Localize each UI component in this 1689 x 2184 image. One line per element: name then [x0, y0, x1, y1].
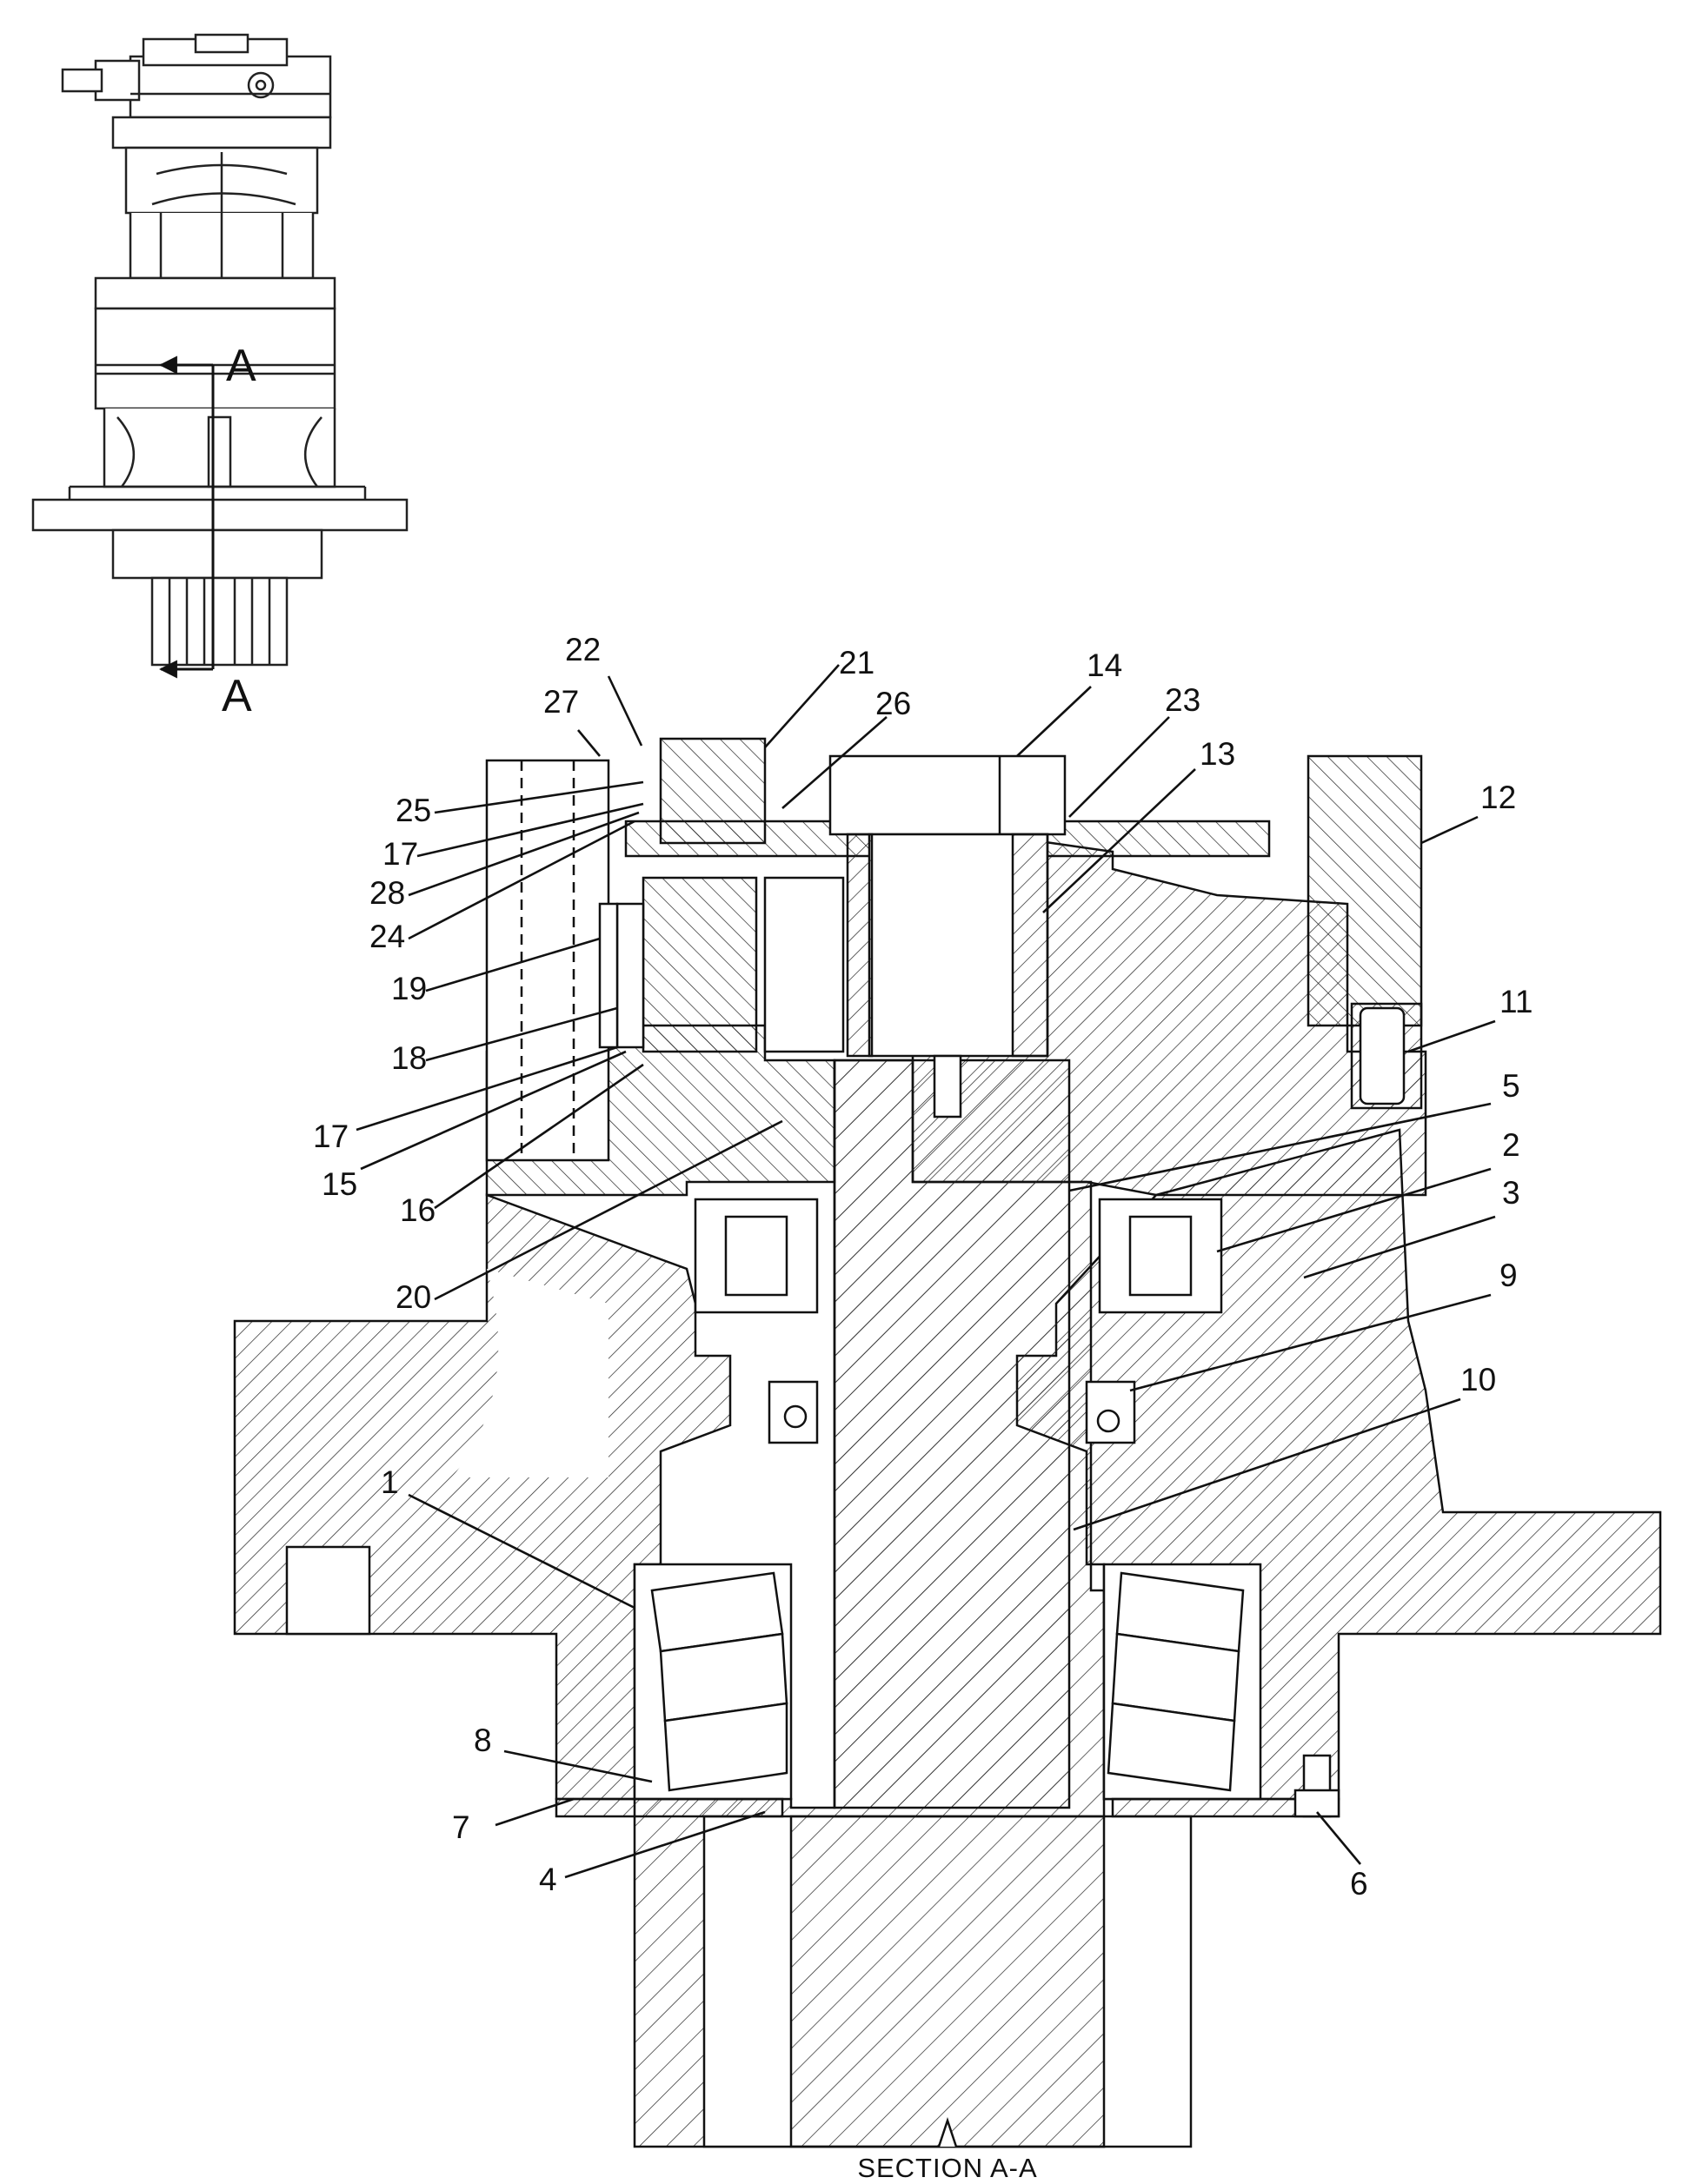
callout-9: 9	[1499, 1258, 1518, 1293]
section-cut-line	[158, 355, 215, 679]
section-marker-top: A	[226, 341, 256, 391]
upper-shaft	[828, 754, 1067, 836]
callout-26: 26	[875, 686, 911, 721]
callout-15: 15	[322, 1166, 357, 1202]
callout-2: 2	[1502, 1127, 1520, 1163]
callout-28: 28	[369, 875, 405, 911]
callout-labels: 22 27 21 26 14 23 13 12 25 17 28 24 19 1…	[313, 632, 1533, 1902]
callout-6: 6	[1350, 1866, 1368, 1902]
callout-18: 18	[391, 1040, 427, 1076]
callout-20: 20	[396, 1279, 431, 1315]
section-caption: SECTION A-A	[857, 2153, 1037, 2183]
callout-8: 8	[474, 1723, 492, 1758]
callout-21: 21	[839, 645, 874, 680]
ring-gear	[1307, 754, 1423, 1027]
callout-7: 7	[452, 1809, 470, 1845]
callout-27: 27	[543, 684, 579, 720]
callout-5: 5	[1502, 1068, 1520, 1104]
callout-13: 13	[1200, 736, 1235, 772]
callout-14: 14	[1087, 647, 1122, 683]
planet-pin	[659, 737, 767, 845]
callout-17-upper: 17	[382, 836, 418, 872]
inset-motor-view	[31, 33, 409, 667]
callout-24: 24	[369, 919, 405, 954]
callout-1: 1	[381, 1464, 399, 1500]
cross-section	[233, 737, 1662, 2148]
callout-4: 4	[539, 1862, 557, 1897]
callout-12: 12	[1480, 780, 1516, 815]
leader-lines	[356, 664, 1496, 1879]
section-marker-bottom: A	[222, 671, 252, 721]
callout-10: 10	[1460, 1362, 1496, 1397]
callout-16: 16	[400, 1192, 436, 1228]
callout-19: 19	[391, 971, 427, 1006]
callout-3: 3	[1502, 1175, 1520, 1211]
callout-22: 22	[565, 632, 601, 667]
callout-25: 25	[396, 793, 431, 828]
callout-23: 23	[1165, 682, 1200, 718]
callout-11: 11	[1499, 984, 1533, 1019]
callout-17-lower: 17	[313, 1119, 349, 1154]
